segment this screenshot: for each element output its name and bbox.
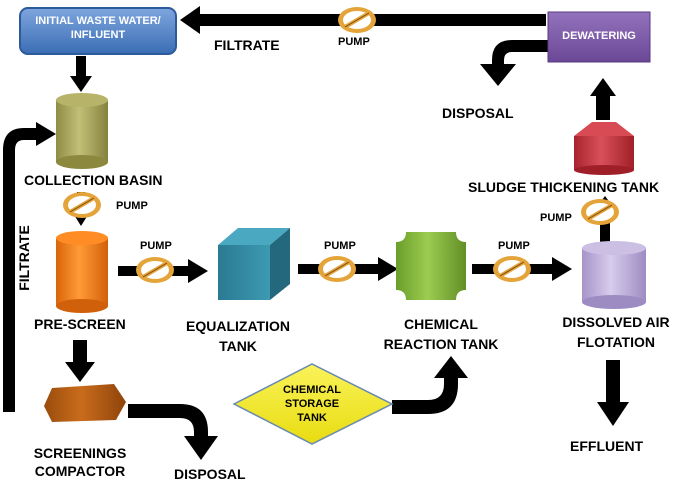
arrowhead-influent-down: [70, 76, 92, 92]
screenings-compactor-shape: [44, 384, 126, 422]
arrow-influent-down: [76, 56, 86, 78]
arrowhead-compactor-disposal: [184, 436, 218, 460]
sludge-thickening-label: SLUDGE THICKENING TANK: [468, 179, 660, 195]
influent-box: [19, 7, 177, 55]
arrow-compactor-disposal: [128, 404, 208, 438]
arrowhead-thickening-dewatering: [590, 78, 616, 96]
chemical-storage-label: CHEMICAL STORAGE TANK: [282, 384, 342, 424]
collection-basin-tank: [56, 93, 108, 169]
disposal-label-bottom: DISPOSAL: [174, 466, 246, 482]
influent-label: INITIAL WASTE WATER/ INFLUENT: [35, 15, 161, 41]
pump-label-top: PUMP: [338, 36, 370, 48]
collection-basin-label: COLLECTION BASIN: [24, 172, 163, 188]
pump-label-reaction: PUMP: [498, 240, 530, 252]
daf-label: DISSOLVED AIR FLOTATION: [562, 314, 670, 350]
arrow-thickening-dewatering: [596, 94, 610, 120]
arrowhead-filtrate-top: [180, 6, 200, 34]
pre-screen-tank: [56, 231, 108, 313]
pump-icon-prescreen: [134, 255, 176, 285]
pump-icon-basin: [61, 190, 103, 220]
arrow-prescreen-down: [73, 340, 87, 364]
arrow-dewatering-disposal: [492, 40, 548, 66]
equalization-tank-cube: [218, 228, 290, 300]
arrowhead-storage-reaction: [434, 356, 468, 378]
chemical-reaction-label: CHEMICAL REACTION TANK: [383, 316, 499, 352]
arrowhead-dewatering-disposal: [480, 64, 516, 86]
pump-label-eq: PUMP: [324, 240, 356, 252]
arrowhead-prescreen-eq: [188, 259, 208, 283]
pump-icon-daf: [579, 197, 621, 227]
pump-label-prescreen: PUMP: [140, 240, 172, 252]
chemical-storage-diamond: [232, 363, 394, 445]
screenings-compactor-label: SCREENINGS COMPACTOR: [33, 445, 127, 479]
dewatering-label: DEWATERING: [562, 30, 636, 42]
pump-icon-reaction: [491, 254, 533, 284]
dewatering-box: [547, 11, 651, 63]
sludge-thickening-tank: [574, 122, 634, 175]
effluent-label: EFFLUENT: [570, 438, 644, 454]
arrowhead-reaction-daf: [552, 257, 572, 281]
arrow-filtrate-left: [3, 128, 38, 412]
arrow-storage-reaction: [392, 376, 458, 414]
pump-label-daf: PUMP: [540, 212, 572, 224]
pump-icon-eq: [316, 254, 358, 284]
arrowhead-eq-reaction: [378, 257, 398, 281]
arrow-daf-effluent: [606, 360, 620, 404]
disposal-label-top: DISPOSAL: [442, 105, 514, 121]
arrowhead-daf-effluent: [597, 402, 629, 426]
filtrate-label-top: FILTRATE: [214, 37, 280, 53]
pump-label-basin: PUMP: [116, 200, 148, 212]
filtrate-label-left: FILTRATE: [16, 225, 32, 291]
pump-icon-top: [336, 5, 378, 35]
chemical-reaction-shape: [396, 232, 466, 300]
arrowhead-filtrate-left: [36, 122, 56, 146]
pre-screen-label: PRE-SCREEN: [34, 316, 126, 332]
arrow-daf-thickening: [600, 210, 610, 244]
equalization-tank-label: EQUALIZATION TANK: [186, 318, 290, 354]
arrowhead-prescreen-down: [65, 362, 95, 382]
daf-tank: [582, 241, 646, 309]
